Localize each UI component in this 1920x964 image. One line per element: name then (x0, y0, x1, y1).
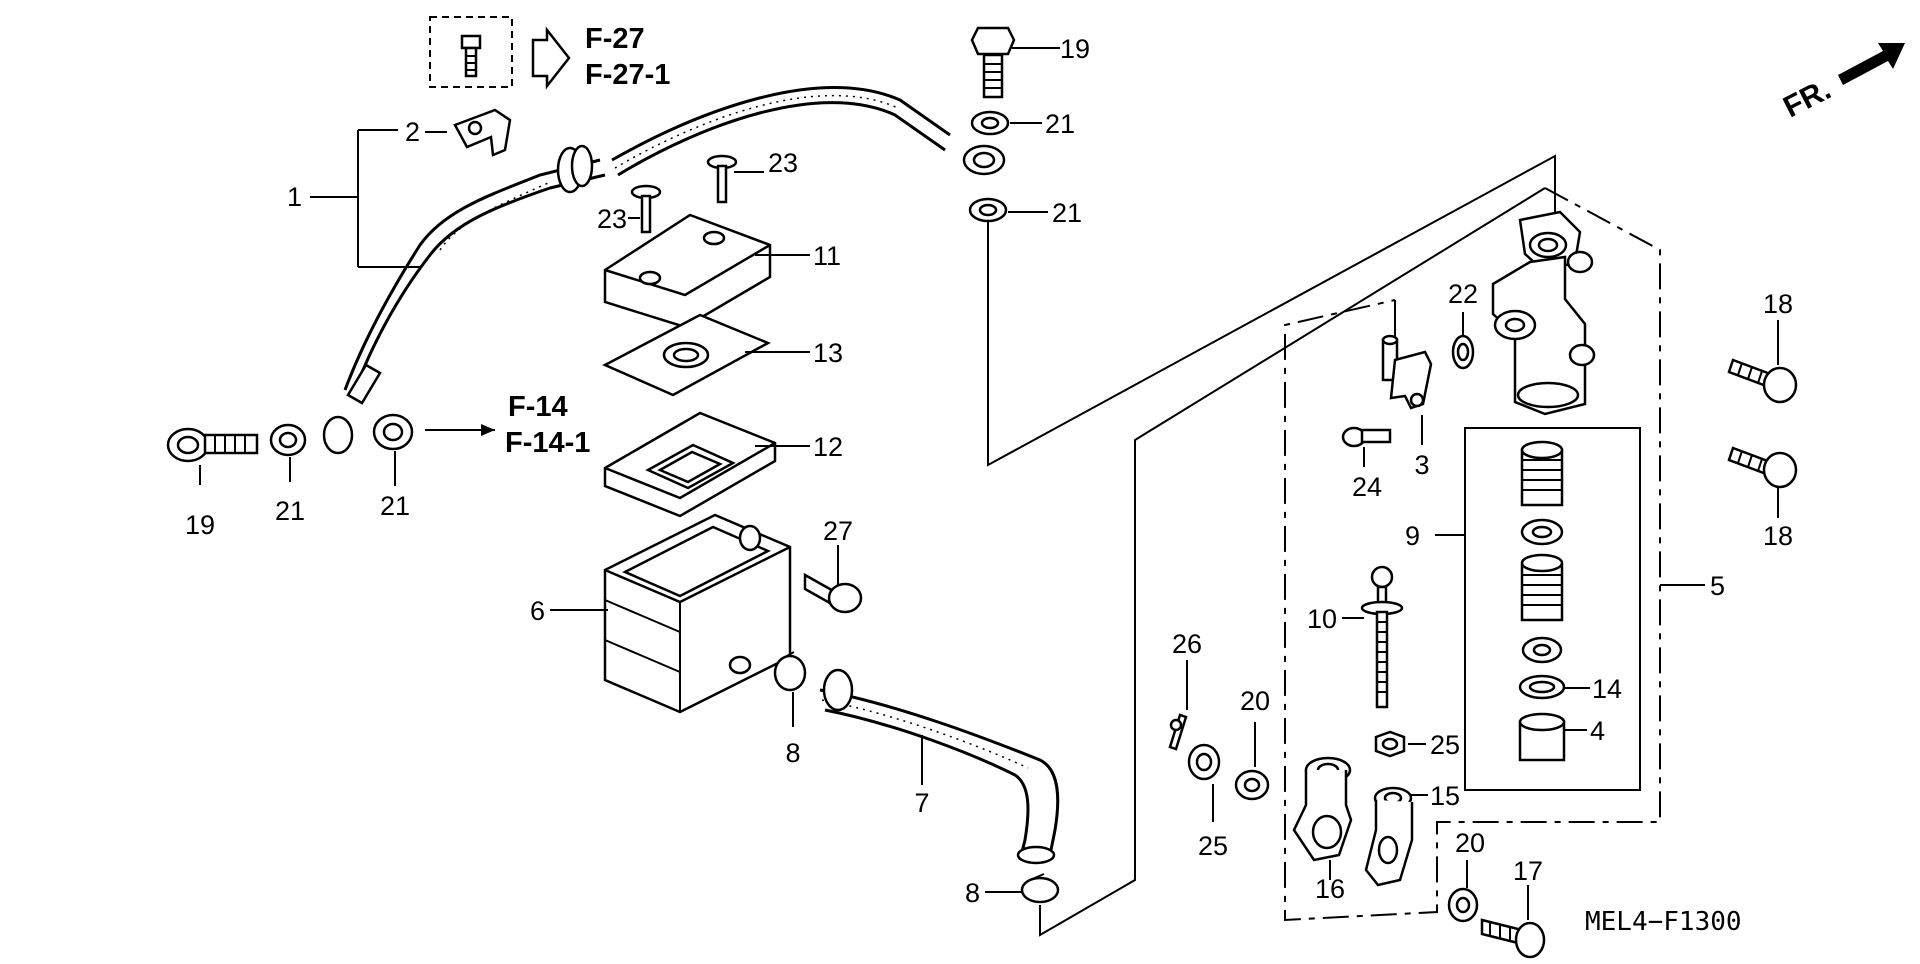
hose-joint (1381, 334, 1433, 410)
part-label-3: 3 (1414, 450, 1429, 480)
piston-kit-box (1464, 427, 1641, 791)
part-label-17: 17 (1513, 856, 1543, 886)
part-label-18: 18 (1763, 521, 1793, 551)
part-label-20: 20 (1240, 686, 1270, 716)
mounting-bolt (1727, 358, 1798, 404)
banjo-bolt-left (166, 427, 259, 463)
part-label-21: 21 (1052, 198, 1082, 228)
hose-clip (773, 651, 807, 692)
part-label-21: 21 (380, 491, 410, 521)
brake-hose (322, 86, 1006, 455)
part-label-22: 22 (1448, 279, 1478, 309)
part-label-8: 8 (785, 738, 800, 768)
reservoir-tank (603, 513, 792, 714)
part-label-26: 26 (1172, 629, 1202, 659)
mounting-bolt (1727, 446, 1798, 489)
ref-f14-1[interactable]: F-14-1 (505, 427, 590, 459)
part-label-15: 15 (1430, 781, 1460, 811)
part-label-21: 21 (275, 496, 305, 526)
piston-kit (1518, 440, 1566, 762)
clevis-bolt (1480, 918, 1546, 959)
part-label-1: 1 (287, 182, 302, 212)
washer (1447, 887, 1479, 923)
part-label-5: 5 (1710, 571, 1725, 601)
part-label-18: 18 (1763, 289, 1793, 319)
reservoir-hose (819, 668, 1060, 865)
hose-clip (1020, 873, 1060, 904)
front-direction-label: FR. (1778, 73, 1836, 124)
sealing-washer (269, 423, 307, 457)
lock-nut (1187, 743, 1221, 781)
part-label-8: 8 (965, 878, 980, 908)
reference-bolt-box (429, 16, 513, 88)
screw (630, 184, 662, 234)
screw (706, 154, 738, 204)
diagram-code: MEL4−F1300 (1585, 907, 1742, 937)
ref-f27-1[interactable]: F-27-1 (585, 59, 670, 91)
part-label-13: 13 (813, 338, 843, 368)
part-label-7: 7 (914, 788, 929, 818)
mounting-bolt (803, 572, 863, 614)
reference-arrow-icon (531, 26, 571, 90)
part-label-16: 16 (1315, 874, 1345, 904)
master-cylinder-body (1491, 210, 1596, 416)
part-label-12: 12 (813, 432, 843, 462)
part-label-10: 10 (1307, 604, 1337, 634)
ref-f14[interactable]: F-14 (508, 391, 568, 423)
part-label-25: 25 (1430, 730, 1460, 760)
part-label-4: 4 (1590, 716, 1605, 746)
cotter-pin (1168, 713, 1188, 751)
part-label-19: 19 (1060, 34, 1090, 64)
diaphragm-plate (602, 313, 771, 397)
o-ring (1451, 334, 1475, 370)
push-rod (1360, 565, 1404, 709)
sealing-washer (968, 197, 1008, 223)
diaphragm (603, 411, 777, 518)
lock-nut (1374, 730, 1406, 758)
part-label-24: 24 (1352, 472, 1382, 502)
part-label-19: 19 (185, 510, 215, 540)
clevis (1364, 786, 1414, 887)
joint-screw (1341, 426, 1392, 448)
part-label-11: 11 (813, 241, 841, 271)
part-label-6: 6 (530, 596, 545, 626)
part-label-25: 25 (1198, 831, 1228, 861)
ref-f27[interactable]: F-27 (585, 23, 645, 55)
hose-clamp (453, 108, 512, 157)
part-label-23: 23 (768, 148, 798, 178)
part-label-20: 20 (1455, 828, 1485, 858)
sealing-washer (970, 110, 1010, 136)
part-label-2: 2 (405, 117, 420, 147)
part-label-14: 14 (1592, 674, 1622, 704)
rod-joint (1292, 756, 1353, 862)
sealing-washer (372, 413, 414, 451)
part-label-9: 9 (1405, 521, 1420, 551)
part-label-27: 27 (823, 516, 853, 546)
part-label-23: 23 (597, 204, 627, 234)
part-label-21: 21 (1045, 109, 1075, 139)
washer (1234, 769, 1270, 801)
front-direction-arrow (1838, 43, 1905, 85)
reservoir-cap (603, 213, 772, 329)
banjo-bolt-top (970, 26, 1016, 99)
